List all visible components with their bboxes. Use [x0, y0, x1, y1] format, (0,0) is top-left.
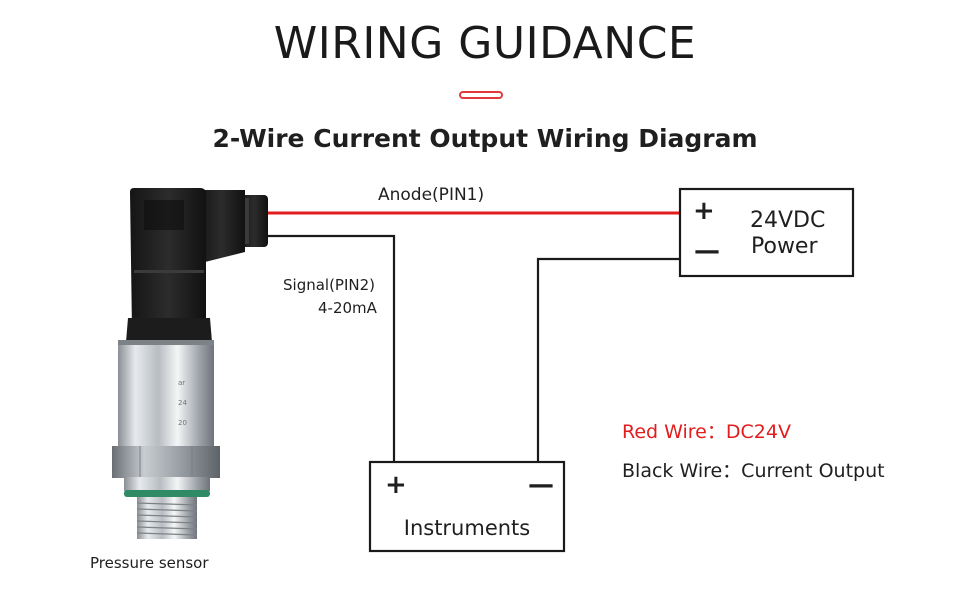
- anode-wire-label: Anode(PIN1): [378, 185, 485, 205]
- page-title: WIRING GUIDANCE: [273, 18, 697, 69]
- svg-text:ar: ar: [178, 379, 185, 387]
- instruments-label: Instruments: [403, 516, 531, 540]
- power-voltage-label: 24VDC: [750, 208, 826, 233]
- instruments-box: [368, 460, 566, 553]
- title-accent-pill: [459, 91, 503, 99]
- power-supply-box: [678, 187, 855, 278]
- diagram-subtitle: 2-Wire Current Output Wiring Diagram: [212, 124, 758, 153]
- pressure-sensor-illustration: ar 24 20: [112, 188, 268, 539]
- signal-wire-label: Signal(PIN2): [283, 276, 376, 294]
- signal-wire: [265, 234, 396, 462]
- power-label: Power: [751, 234, 818, 259]
- signal-current-range-label: 4-20mA: [318, 299, 377, 317]
- return-wire: [536, 257, 680, 462]
- legend-black-wire: Black Wire：Current Output: [622, 460, 885, 482]
- instruments-plus-terminal: +: [385, 470, 407, 500]
- instruments-minus-terminal: —: [528, 470, 554, 500]
- legend-red-wire: Red Wire：DC24V: [622, 421, 791, 443]
- power-plus-terminal: +: [693, 196, 715, 226]
- svg-text:20: 20: [178, 419, 187, 427]
- power-minus-terminal: —: [694, 236, 720, 266]
- svg-text:24: 24: [178, 399, 187, 407]
- pressure-sensor-caption: Pressure sensor: [90, 554, 209, 572]
